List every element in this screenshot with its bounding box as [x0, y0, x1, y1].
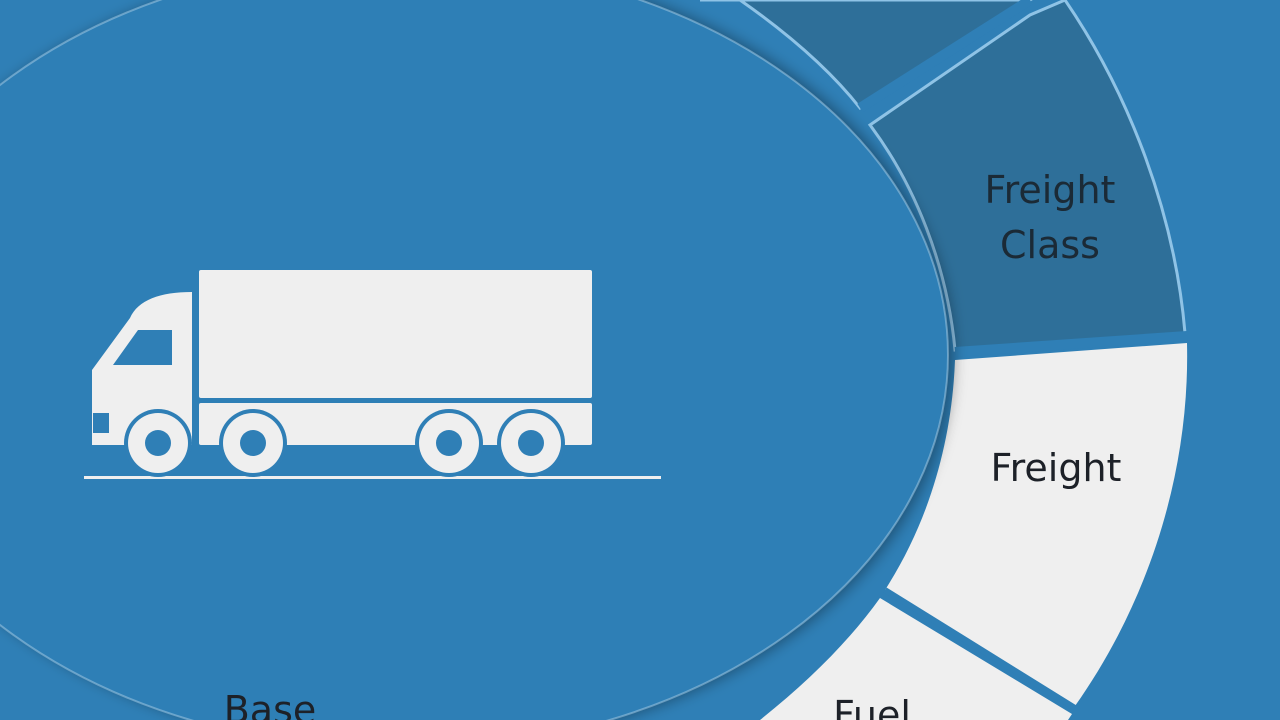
label-fuel: Fuel	[833, 693, 911, 720]
segment-divider-bottom	[883, 587, 1077, 711]
label-freight-class-line2: Class	[1000, 223, 1100, 267]
segment-top[interactable]	[700, 0, 1033, 110]
label-base: Base	[224, 688, 317, 720]
truck-wheels	[124, 409, 565, 477]
label-freight: Freight	[991, 446, 1122, 490]
segment-divider-mid	[954, 331, 1188, 357]
truck-icon	[84, 270, 661, 479]
segment-freight[interactable]	[885, 343, 1188, 706]
label-freight-class-line1: Freight	[985, 168, 1116, 212]
segment-divider-top	[857, 0, 1033, 113]
center-disc-rim	[0, 0, 949, 720]
segment-fuel[interactable]	[760, 598, 1072, 720]
